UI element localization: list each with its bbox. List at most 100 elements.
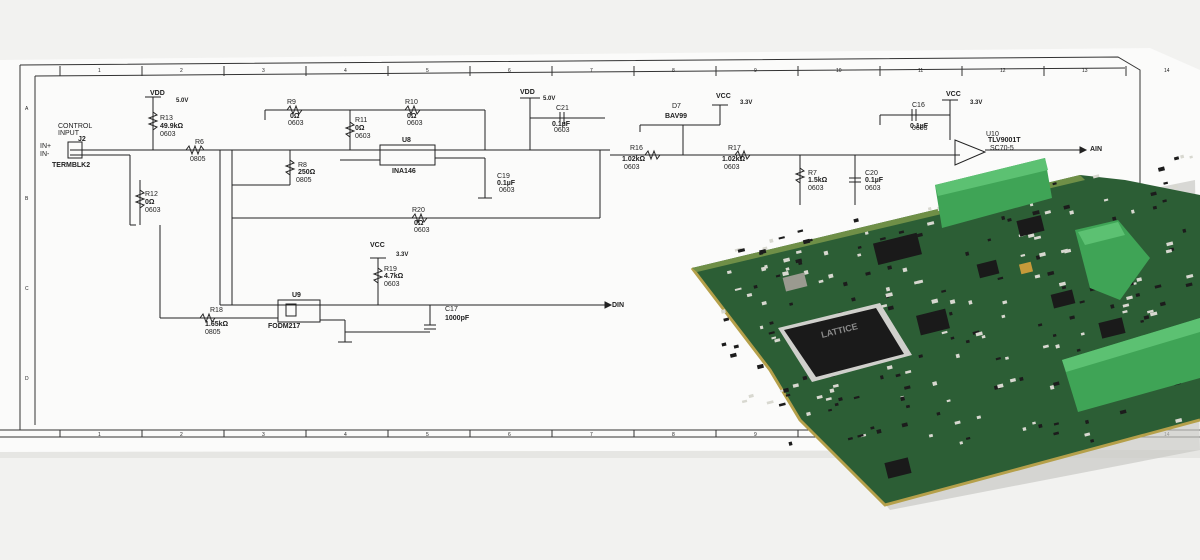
ruler-number: 1 [98, 432, 101, 438]
smd-component [733, 344, 739, 349]
schematic-label: 0.1µF [865, 177, 884, 184]
schematic-label: VCC [946, 91, 961, 98]
smd-component [1173, 156, 1180, 161]
schematic-label: DIN [612, 302, 624, 309]
row-letter: D [25, 376, 29, 382]
smd-component [1069, 210, 1075, 215]
smd-component [1084, 432, 1091, 437]
smd-component [748, 393, 754, 399]
smd-component [1092, 174, 1100, 179]
smd-component [870, 426, 875, 430]
smd-component [1084, 419, 1090, 425]
smd-component [789, 302, 794, 306]
smd-component [778, 402, 786, 407]
smd-component [1186, 273, 1194, 279]
ruler-number: 6 [508, 68, 511, 74]
smd-component [816, 394, 823, 400]
schematic-label: 3.3V [740, 100, 752, 106]
smd-component [1058, 281, 1067, 287]
smd-component [959, 441, 964, 445]
smd-component [832, 383, 839, 388]
schematic-label: R20 [412, 207, 425, 214]
smd-component [1047, 270, 1055, 276]
schematic-label: 1.02kΩ [622, 156, 646, 163]
schematic-label: 0603 [808, 185, 824, 192]
smd-component [851, 297, 856, 302]
smd-component [771, 336, 777, 340]
smd-component [887, 305, 894, 311]
schematic-label: 0603 [407, 120, 423, 127]
schematic-label: FODM217 [268, 323, 300, 330]
ruler-number: 14 [1164, 68, 1170, 74]
smd-component [972, 330, 980, 335]
smd-component [950, 336, 955, 340]
schematic-label: 3.3V [396, 252, 408, 258]
smd-component [788, 441, 793, 446]
schematic-label: 5.0V [176, 98, 188, 104]
schematic-label: 0603 [384, 281, 400, 288]
smd-component [823, 250, 829, 256]
smd-component [759, 248, 767, 255]
smd-component [1035, 255, 1041, 260]
smd-component [865, 271, 871, 276]
schematic-label: 1.5kΩ [808, 177, 828, 184]
schematic-label: 0Ω [145, 199, 155, 206]
smd-component [766, 400, 774, 405]
schematic-label: 0Ω [407, 113, 417, 120]
smd-component [806, 411, 811, 417]
smd-component [1076, 348, 1081, 352]
ic-chip [872, 232, 922, 265]
smd-component [941, 289, 947, 293]
schematic-label: C16 [912, 102, 925, 109]
pcb-edge [690, 267, 1200, 507]
smd-component [782, 387, 790, 393]
smd-component [885, 292, 893, 298]
ruler-number: 1 [98, 68, 101, 74]
smd-component [782, 270, 790, 277]
smd-component [955, 353, 961, 359]
smd-component [948, 311, 953, 316]
fpga-chip: LATTICE [778, 303, 912, 382]
ruler-number: 13 [1082, 68, 1088, 74]
schematic-label: 0603 [865, 185, 881, 192]
ruler-number: 4 [344, 68, 347, 74]
schematic-label: 0603 [160, 131, 176, 138]
schematic-label: C17 [445, 306, 458, 313]
smd-component [887, 265, 893, 270]
schematic-label: R17 [728, 145, 741, 152]
smd-component [746, 292, 753, 298]
schematic-label: R12 [145, 191, 158, 198]
smd-component [1007, 218, 1012, 222]
smd-component [737, 248, 746, 253]
smd-component [975, 331, 983, 337]
ruler-number: 6 [508, 432, 511, 438]
ruler-number: 11 [918, 68, 923, 74]
smd-component [1069, 315, 1076, 320]
pcb-board: LATTICE [690, 154, 1200, 510]
schematic-label: C21 [556, 105, 569, 112]
smd-component [879, 375, 884, 380]
schematic-label: R6 [195, 139, 204, 146]
schematic-label: R13 [160, 115, 173, 122]
schematic-label: 3.3V [970, 100, 982, 106]
smd-component [976, 415, 982, 420]
smd-component [1110, 304, 1115, 309]
schematic-labels: VDD5.0VR1349.9kΩ0603CONTROLINPUTJ2IN+IN-… [40, 89, 1102, 336]
smd-component [759, 325, 764, 330]
smd-component [995, 357, 1001, 361]
schematic-label: 0.1µF [497, 180, 516, 187]
smd-component [1126, 295, 1133, 301]
smd-component [723, 317, 730, 322]
smd-component [1009, 378, 1017, 383]
terminal-block-bottom [1062, 318, 1200, 412]
smd-component [1001, 314, 1006, 319]
smd-component [828, 408, 833, 412]
schematic-label: 0603 [355, 133, 371, 140]
schematic-label: R10 [405, 99, 418, 106]
ic-chip [916, 308, 950, 336]
smd-component [775, 274, 781, 278]
ruler-number: 7 [590, 432, 593, 438]
schematic-label: VCC [370, 242, 385, 249]
schematic-label: 5.0V [543, 96, 555, 102]
smd-component [853, 218, 859, 223]
